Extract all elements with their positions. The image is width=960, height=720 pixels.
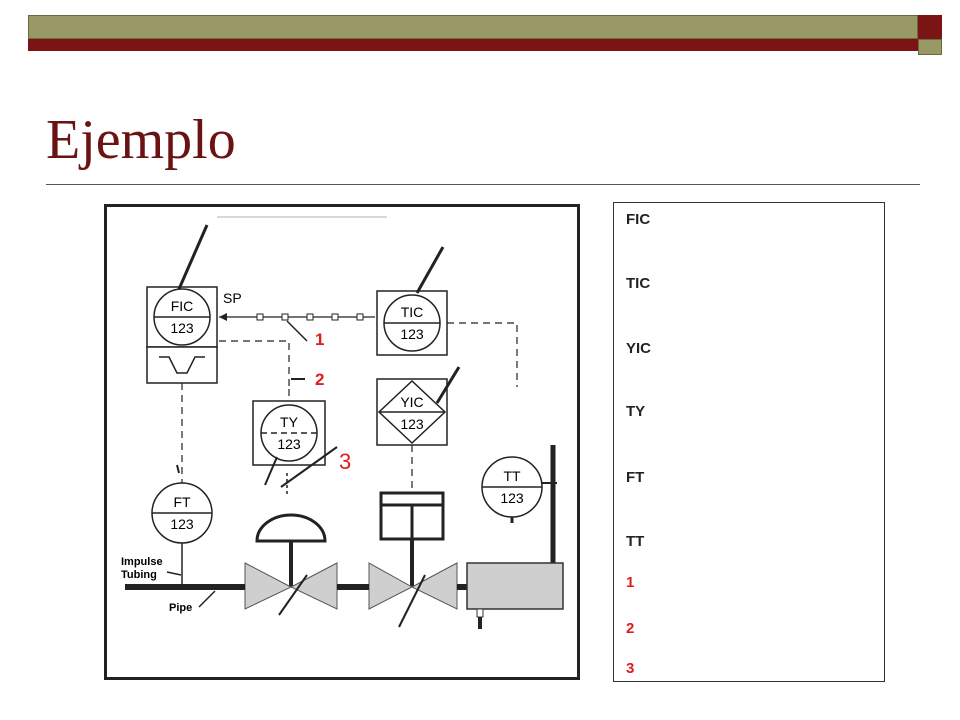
impulse-label-line2: Tubing (121, 569, 157, 581)
olive-square-accent (918, 39, 942, 55)
olive-band (28, 15, 918, 39)
yic-instrument: YIC 123 (376, 366, 461, 446)
tic-tag: TIC (401, 304, 424, 320)
vessel (466, 562, 564, 610)
legend-panel: FIC TIC YIC TY FT TT 1 2 3 (613, 202, 885, 682)
legend-item-yic: YIC (626, 340, 652, 357)
characterizer-icon (159, 356, 205, 374)
ft-instrument: FT 123 (151, 482, 213, 585)
tic-instrument: TIC 123 (376, 246, 448, 356)
tt-number: 123 (500, 490, 524, 506)
marker-3: 3 (339, 449, 351, 474)
header-decoration-bar (28, 15, 942, 55)
fic-number: 123 (170, 320, 194, 336)
yic-tag: YIC (400, 394, 423, 410)
legend-item-ty: TY (626, 403, 646, 420)
slide-title: Ejemplo (46, 109, 236, 171)
ty-tag: TY (280, 414, 299, 430)
ty-number: 123 (277, 436, 301, 452)
legend-item-tt: TT (626, 533, 645, 550)
legend-item-1: 1 (626, 574, 635, 591)
control-valve-diaphragm (244, 513, 338, 616)
sp-label: SP (223, 290, 242, 306)
legend-item-fic: FIC (626, 211, 651, 228)
control-valve-piston (368, 491, 458, 628)
legend-item-3: 3 (626, 660, 635, 677)
impulse-label-line1: Impulse (121, 556, 163, 568)
fic-tag: FIC (171, 298, 194, 314)
marker-2: 2 (315, 370, 324, 389)
pid-diagram-svg: FIC 123 SP TIC 123 (121, 216, 564, 629)
red-square-accent (918, 15, 942, 39)
tic-number: 123 (400, 326, 424, 342)
pipe-label: Pipe (169, 602, 192, 614)
marker-1: 1 (315, 330, 324, 349)
tt-tag: TT (503, 468, 521, 484)
dark-red-band (28, 39, 918, 51)
fic-instrument: FIC 123 (146, 224, 218, 384)
title-divider (46, 184, 920, 185)
legend-item-2: 2 (626, 620, 635, 637)
ft-tag: FT (173, 494, 191, 510)
ft-number: 123 (170, 516, 194, 532)
ty-instrument: TY 123 (252, 400, 326, 486)
legend-item-ft: FT (626, 469, 645, 486)
legend-item-tic: TIC (626, 275, 651, 292)
yic-number: 123 (400, 416, 424, 432)
pid-diagram: FIC 123 SP TIC 123 (104, 204, 580, 680)
tt-instrument: TT 123 (481, 456, 557, 523)
